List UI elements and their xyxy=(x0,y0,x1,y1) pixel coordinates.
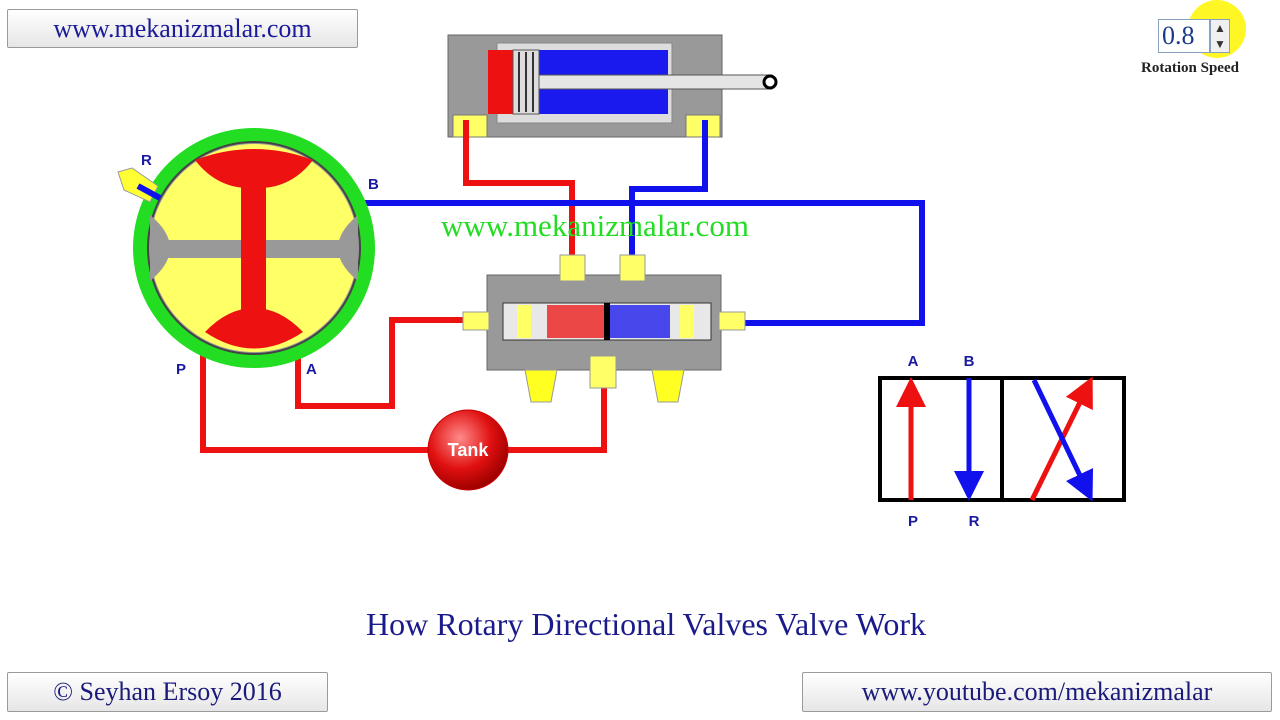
symbol-port-b: B xyxy=(964,353,975,370)
port-label-r: R xyxy=(141,152,152,169)
tank xyxy=(427,409,509,491)
port-label-a: A xyxy=(306,361,317,378)
spinner-up-icon[interactable]: ▲ xyxy=(1214,21,1226,35)
symbol-port-p: P xyxy=(908,513,918,530)
rotary-valve xyxy=(117,128,375,368)
symbol-port-a: A xyxy=(908,353,919,370)
page-title: How Rotary Directional Valves Valve Work xyxy=(366,606,926,642)
rotation-speed-label: Rotation Speed xyxy=(1141,60,1239,76)
port-label-b: B xyxy=(368,176,379,193)
symbol-port-r: R xyxy=(969,513,980,530)
pressure-lines xyxy=(200,120,607,453)
piston-rod xyxy=(538,74,773,90)
tank-label: Tank xyxy=(448,440,490,460)
valve-symbol xyxy=(878,376,1126,502)
watermark: www.mekanizmalar.com xyxy=(441,208,749,243)
spinner-down-icon[interactable]: ▼ xyxy=(1214,37,1226,51)
youtube-link-button[interactable]: www.youtube.com/mekanizmalar xyxy=(802,672,1272,712)
rotation-speed-input[interactable]: 0.8 xyxy=(1158,19,1210,53)
copyright-button[interactable]: © Seyhan Ersoy 2016 xyxy=(7,672,328,712)
cylinder-pressure-chamber xyxy=(488,50,516,114)
port-label-p: P xyxy=(176,361,186,378)
rotation-speed-stepper[interactable]: 0.8 ▲ ▼ xyxy=(1158,19,1230,53)
rotation-speed-spinner[interactable]: ▲ ▼ xyxy=(1210,19,1230,53)
hydraulic-cylinder xyxy=(447,34,778,138)
site-link-button[interactable]: www.mekanizmalar.com xyxy=(7,9,358,48)
spool-valve xyxy=(462,254,746,403)
